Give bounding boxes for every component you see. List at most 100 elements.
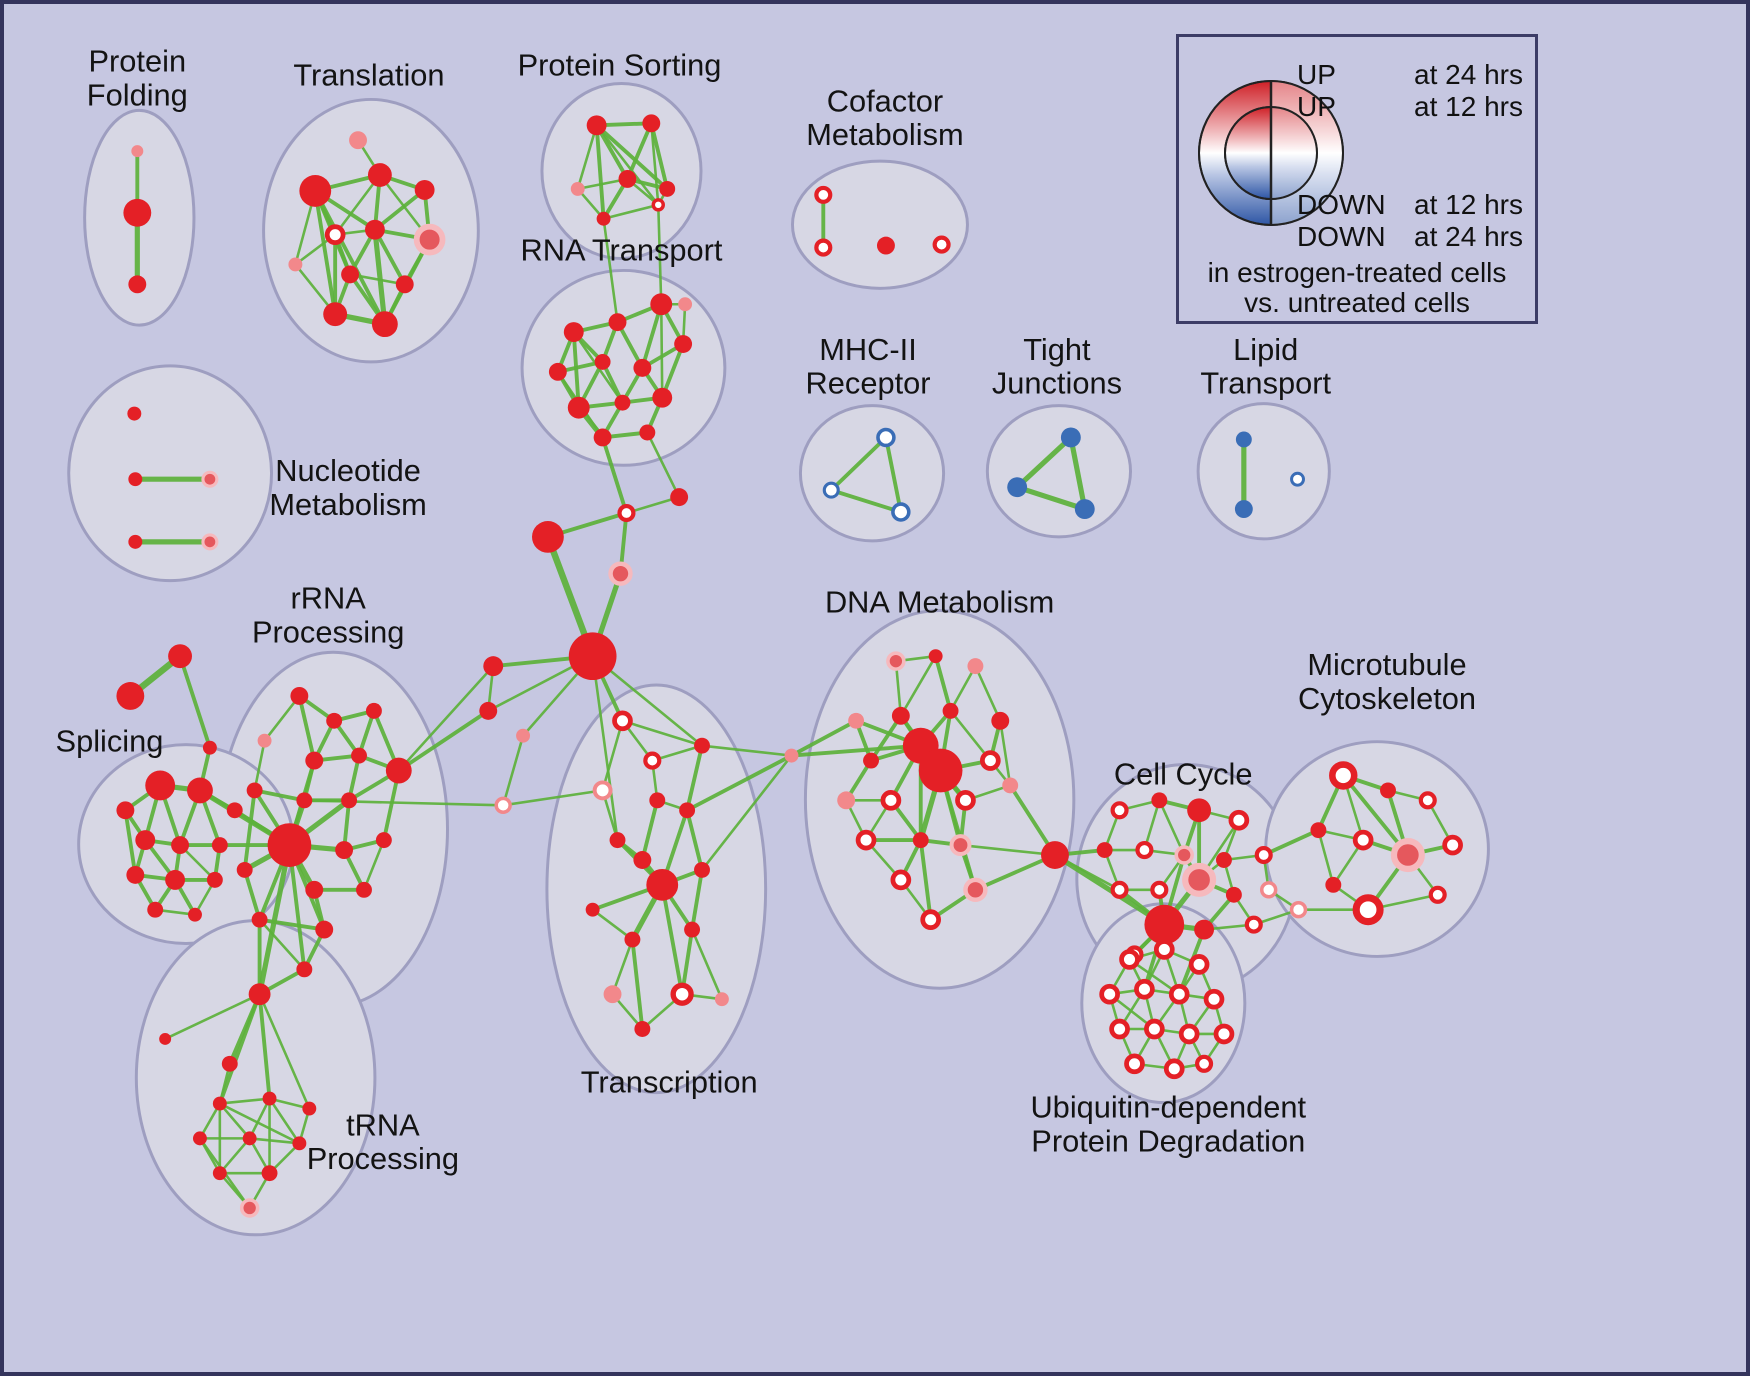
network-node-red bbox=[652, 387, 673, 408]
network-edge bbox=[625, 121, 654, 181]
network-node-halo bbox=[239, 1198, 260, 1218]
label-cell-cycle: Cell Cycle bbox=[1114, 756, 1253, 791]
network-node-halo bbox=[1182, 862, 1217, 897]
network-node-red bbox=[212, 1166, 227, 1181]
network-node-blue bbox=[1060, 427, 1081, 448]
network-node-red bbox=[891, 706, 910, 725]
network-node-pinkring bbox=[592, 780, 613, 801]
network-node-pinkring bbox=[1289, 901, 1308, 919]
network-edge bbox=[949, 709, 992, 762]
cluster-lipid-transport bbox=[1196, 402, 1331, 541]
network-node-red bbox=[548, 362, 567, 381]
network-edge bbox=[576, 123, 598, 191]
network-edge bbox=[362, 838, 386, 892]
network-node-red bbox=[395, 275, 414, 294]
network-node-red bbox=[305, 880, 324, 899]
network-node-red bbox=[1325, 876, 1342, 893]
network-edge bbox=[253, 739, 266, 792]
network-node-red bbox=[942, 702, 959, 719]
network-node-red bbox=[633, 358, 652, 377]
network-node-red bbox=[385, 757, 412, 784]
network-node-ring bbox=[855, 829, 877, 851]
legend-down12-label: DOWN bbox=[1297, 189, 1386, 220]
network-edge bbox=[252, 788, 307, 803]
network-edge bbox=[313, 188, 387, 327]
network-edge bbox=[501, 789, 604, 807]
network-node-red bbox=[1225, 886, 1242, 903]
network-edge bbox=[602, 217, 619, 324]
network-node-ring bbox=[1195, 1054, 1214, 1073]
network-node-red bbox=[128, 472, 143, 487]
network-node-pink bbox=[603, 985, 622, 1004]
network-node-halo bbox=[201, 533, 219, 551]
legend-faded-half bbox=[1271, 81, 1343, 225]
network-edge bbox=[595, 123, 660, 207]
network-node-red bbox=[290, 687, 309, 705]
network-edge bbox=[396, 708, 491, 773]
network-node-ring bbox=[324, 224, 346, 245]
network-edge bbox=[650, 122, 660, 207]
network-edge bbox=[700, 744, 793, 757]
network-node-bluering bbox=[822, 481, 840, 499]
network-node-red bbox=[650, 293, 673, 316]
network-edge bbox=[600, 435, 629, 515]
network-node-red bbox=[365, 702, 382, 719]
network-edge bbox=[372, 227, 407, 287]
network-node-red bbox=[335, 841, 354, 859]
network-edge bbox=[690, 867, 704, 932]
network-node-red bbox=[296, 961, 313, 978]
network-node-halo bbox=[886, 651, 906, 671]
network-node-red bbox=[326, 712, 343, 729]
network-node-red bbox=[563, 322, 584, 343]
network-node-ring bbox=[1178, 1023, 1200, 1045]
network-node-red bbox=[633, 851, 652, 869]
network-node-halo bbox=[963, 877, 988, 902]
network-node-ring bbox=[1418, 791, 1437, 810]
network-edge bbox=[123, 808, 138, 877]
network-node-pink bbox=[131, 145, 144, 158]
network-edge bbox=[397, 664, 495, 772]
network-node-red bbox=[1216, 852, 1232, 868]
network-node-ring bbox=[979, 750, 1001, 771]
network-node-red bbox=[674, 335, 693, 353]
legend-down24-label: DOWN bbox=[1297, 221, 1386, 252]
network-edge bbox=[372, 227, 388, 327]
network-node-red bbox=[292, 1136, 307, 1151]
network-edge bbox=[690, 928, 724, 1001]
legend-row-up24: UP at 24 hrs bbox=[1297, 59, 1523, 91]
network-node-red bbox=[302, 1101, 317, 1116]
network-edge bbox=[248, 1137, 301, 1145]
network-edge bbox=[649, 121, 670, 191]
network-edge bbox=[217, 992, 262, 1106]
network-node-ring bbox=[1329, 761, 1358, 790]
network-node-red bbox=[226, 802, 243, 819]
network-node-red bbox=[684, 921, 701, 938]
network-edge bbox=[178, 654, 212, 750]
network-node-red bbox=[1151, 792, 1168, 809]
network-node-blue bbox=[1234, 500, 1253, 518]
network-node-red bbox=[375, 832, 392, 849]
network-node-ring bbox=[1135, 841, 1154, 860]
network-edge bbox=[248, 1097, 271, 1140]
network-node-ring bbox=[1099, 983, 1120, 1005]
network-node-red bbox=[483, 656, 504, 677]
network-edge bbox=[998, 719, 1012, 787]
legend-up12-label: UP bbox=[1297, 91, 1336, 122]
network-node-red bbox=[356, 881, 372, 898]
network-edge bbox=[933, 654, 953, 713]
network-edge bbox=[829, 435, 888, 493]
network-node-ring bbox=[932, 235, 951, 254]
network-node-halo bbox=[949, 834, 972, 857]
network-node-red bbox=[618, 170, 637, 188]
network-node-red bbox=[248, 983, 271, 1006]
network-node-red bbox=[251, 911, 268, 928]
network-node-red bbox=[315, 920, 334, 939]
network-edge bbox=[348, 273, 407, 286]
network-edge bbox=[1052, 852, 1167, 928]
